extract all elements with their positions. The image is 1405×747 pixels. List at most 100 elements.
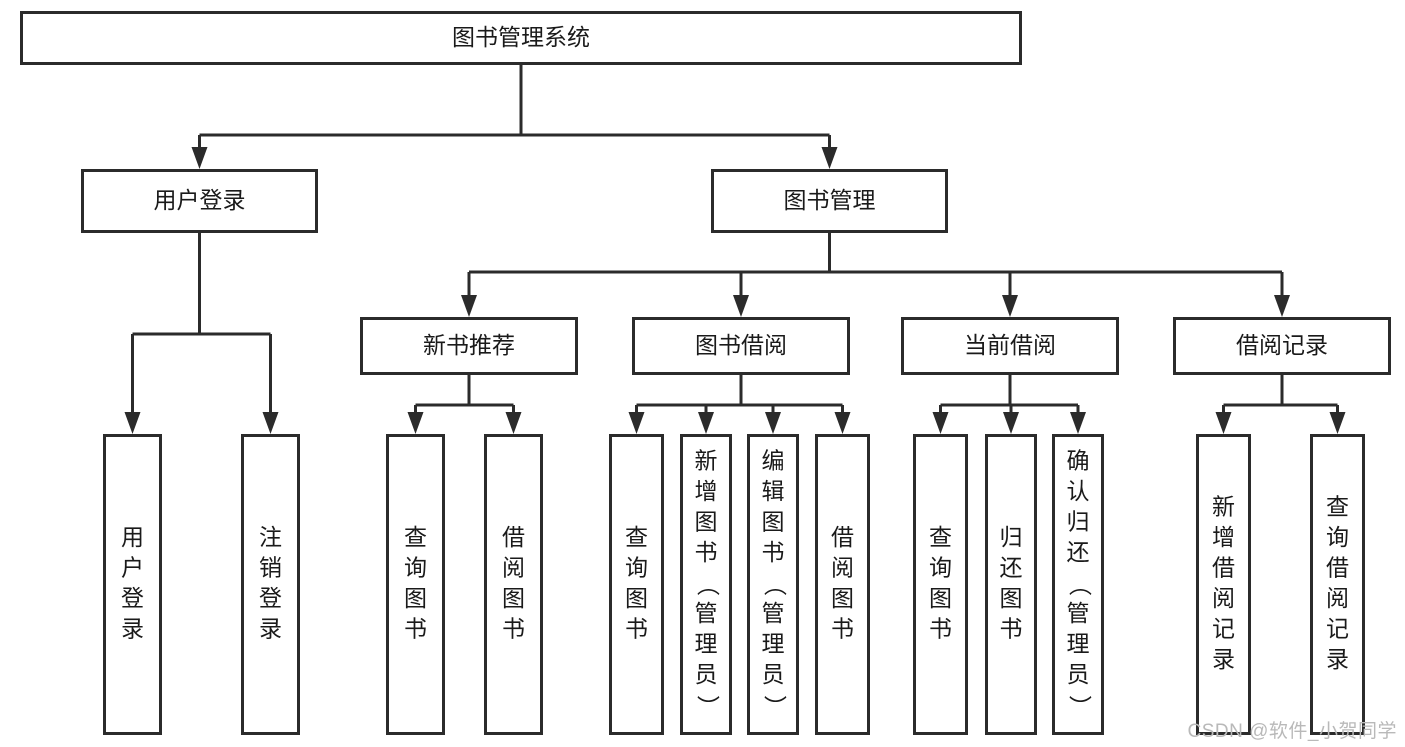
arrow-head-icon [461,295,477,317]
node-label-char: 员 [1067,661,1090,687]
node-box[interactable] [20,11,1022,65]
node-label: 图书管理系统 [452,24,590,50]
node-label-char: 书 [929,615,952,641]
node-borrow-record[interactable]: 借阅记录 [1173,317,1391,375]
node-label-char: 录 [121,615,144,641]
arrow-head-icon [733,295,749,317]
node-label-char: 归 [1067,509,1090,535]
node-box[interactable] [913,434,968,735]
node-label-char: 归 [1000,524,1023,550]
arrow-head-icon [698,412,714,434]
node-box[interactable] [901,317,1119,375]
node-box[interactable] [747,434,799,735]
node-label-char: ） [1067,695,1093,718]
node-new-book-rec[interactable]: 新书推荐 [360,317,578,375]
arrow-head-icon [262,412,279,434]
arrow-head-icon [1003,412,1019,434]
node-box[interactable] [241,434,300,735]
node-box[interactable] [985,434,1037,735]
arrow-head-icon [765,412,781,434]
node-leaf-user-login[interactable]: 用户登录 [103,434,162,735]
arrow-head-icon [1215,412,1232,434]
node-label-char: 书 [831,615,854,641]
node-box[interactable] [1052,434,1104,735]
node-label-char: 书 [625,615,648,641]
node-label-char: 图 [929,585,952,611]
node-box[interactable] [1173,317,1391,375]
node-label-char: 图 [1000,585,1023,611]
connector-branch-book-borrow [628,375,851,434]
node-box[interactable] [386,434,445,735]
node-book-manage[interactable]: 图书管理 [711,169,948,233]
connector-layer [124,65,1346,434]
node-label-char: 还 [1067,539,1090,565]
arrow-head-icon [628,412,645,434]
node-label-char: 登 [121,585,144,611]
node-box[interactable] [1196,434,1251,735]
node-layer: 图书管理系统用户登录图书管理新书推荐图书借阅当前借阅借阅记录用户登录注销登录查询… [20,11,1391,735]
node-root[interactable]: 图书管理系统 [20,11,1022,65]
node-label: 图书借阅 [695,332,787,358]
node-label-char: ） [695,695,721,718]
node-label-char: 图 [625,585,648,611]
node-label-char: 图 [695,509,718,535]
node-book-borrow[interactable]: 图书借阅 [632,317,850,375]
node-label-char: （ [762,573,788,596]
node-box[interactable] [632,317,850,375]
arrow-head-icon [1329,412,1346,434]
node-box[interactable] [680,434,732,735]
node-box[interactable] [609,434,664,735]
node-label-char: 新 [1212,493,1235,519]
connector-branch-new-book-rec [407,375,522,434]
node-label-char: ） [762,695,788,718]
node-box[interactable] [711,169,948,233]
node-label-char: 记 [1326,615,1349,641]
node-box[interactable] [81,169,318,233]
node-box[interactable] [360,317,578,375]
node-label: 图书管理 [784,187,876,213]
node-label-char: 销 [259,554,282,580]
node-label-char: 增 [1212,524,1235,550]
node-label: 用户登录 [154,187,246,213]
arrow-head-icon [191,147,208,169]
node-box[interactable] [103,434,162,735]
node-label-char: 书 [502,615,525,641]
node-box[interactable] [1310,434,1365,735]
node-label-char: 阅 [831,554,854,580]
connector-branch-borrow-record [1215,375,1346,434]
node-label-char: 理 [1067,631,1090,657]
node-label-char: 查 [929,524,952,550]
node-label: 用户登录 [121,524,144,642]
node-label-char: 编 [762,448,785,474]
arrow-head-icon [124,412,141,434]
arrow-head-icon [1274,295,1290,317]
node-label-char: 图 [404,585,427,611]
node-label-char: 登 [259,585,282,611]
node-box[interactable] [815,434,870,735]
node-box[interactable] [484,434,543,735]
node-user-login[interactable]: 用户登录 [81,169,318,233]
arrow-head-icon [932,412,949,434]
node-label-char: 户 [121,554,144,580]
node-current-borrow[interactable]: 当前借阅 [901,317,1119,375]
node-label-char: 询 [929,554,952,580]
